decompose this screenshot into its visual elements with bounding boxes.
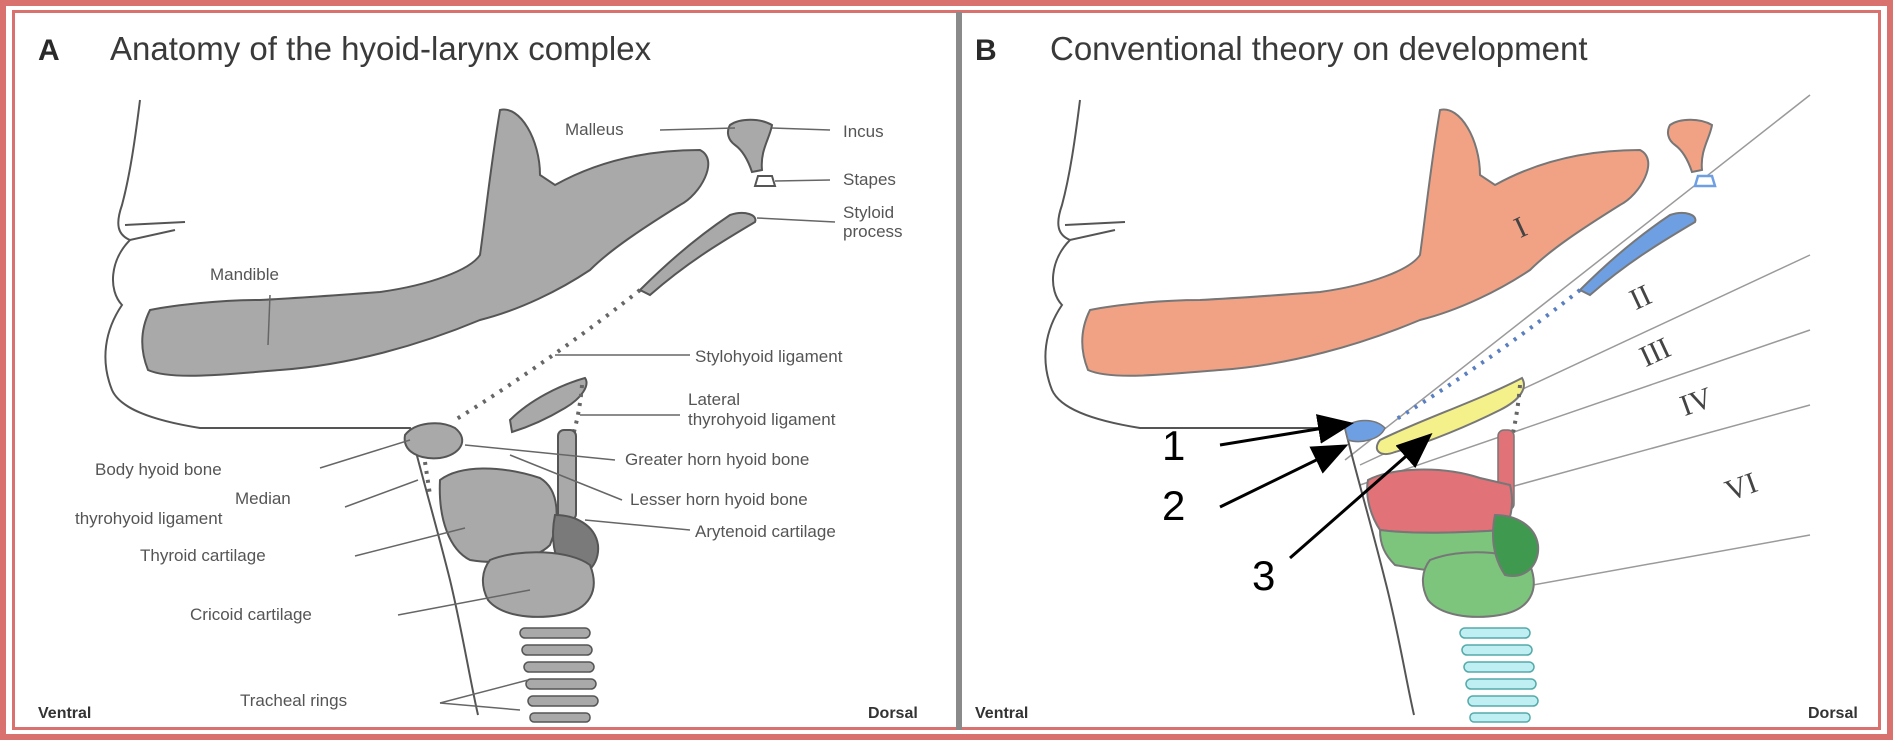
arch-II-lesser-horn [1345, 421, 1385, 442]
arch-label-VI: VI [1721, 466, 1762, 508]
stapes-shape [755, 176, 775, 186]
tracheal-ring [530, 713, 590, 722]
tracheal-ring [1460, 628, 1530, 638]
tracheal-ring [1466, 679, 1536, 689]
callout-number-1: 1 [1162, 422, 1185, 469]
label-median-1: Median [235, 489, 291, 508]
mandible-shape [142, 110, 708, 376]
label-ventral-b: Ventral [975, 705, 1028, 722]
label-thyroid: Thyroid cartilage [140, 546, 266, 565]
arch-label-III: III [1635, 331, 1676, 374]
tracheal-rings-b [1460, 628, 1538, 722]
arch-IV-thyroid [1367, 470, 1512, 533]
callout-number-3: 3 [1252, 552, 1275, 599]
profile-outline-b [1045, 100, 1414, 715]
tracheal-ring [520, 628, 590, 638]
label-cricoid: Cricoid cartilage [190, 605, 312, 624]
label-lateral-2: thyrohyoid ligament [688, 410, 836, 429]
tracheal-ring [1464, 662, 1534, 672]
tracheal-ring [524, 662, 594, 672]
arch-II-stapes [1695, 176, 1715, 186]
tracheal-ring [522, 645, 592, 655]
lip-line-a [125, 222, 185, 225]
arch-I-ossicles [1668, 120, 1712, 172]
tracheal-ring [1470, 713, 1530, 722]
label-stylohyoid: Stylohyoid ligament [695, 347, 843, 366]
label-ventral-a: Ventral [38, 705, 91, 722]
callout-number-2: 2 [1162, 482, 1185, 529]
label-arytenoid: Arytenoid cartilage [695, 522, 836, 541]
label-greater-horn: Greater horn hyoid bone [625, 450, 809, 469]
label-mandible: Mandible [210, 265, 279, 284]
label-malleus: Malleus [565, 120, 624, 139]
greater-horn-shape [510, 378, 586, 432]
label-tracheal: Tracheal rings [240, 691, 347, 710]
tracheal-ring [526, 679, 596, 689]
tracheal-rings-a [520, 628, 598, 722]
callout-arrow-2 [1220, 447, 1343, 507]
label-median-2: thyrohyoid ligament [75, 509, 223, 528]
label-lesser-horn: Lesser horn hyoid bone [630, 490, 808, 509]
panel-b-letter: B [975, 34, 997, 67]
panel-a-letter: A [38, 34, 60, 67]
panel-b-title: Conventional theory on development [1050, 30, 1588, 67]
panel-a: A Anatomy of the hyoid-larynx complex [38, 30, 918, 722]
label-lateral-1: Lateral [688, 390, 740, 409]
label-body-hyoid: Body hyoid bone [95, 460, 222, 479]
arch-VI-arytenoid [1493, 515, 1538, 576]
panel-a-title: Anatomy of the hyoid-larynx complex [110, 30, 652, 67]
label-styloid-2: process [843, 222, 903, 241]
lip-line-b [1065, 222, 1125, 225]
label-dorsal-b: Dorsal [1808, 705, 1858, 722]
styloid-process-shape [640, 213, 755, 295]
panel-b: B Conventional theory on development [975, 30, 1858, 722]
label-incus: Incus [843, 122, 884, 141]
hyoid-body-shape [405, 423, 463, 458]
label-dorsal-a: Dorsal [868, 705, 918, 722]
cricoid-cartilage-shape [483, 552, 594, 617]
arch-I-mandible [1082, 110, 1648, 376]
tracheal-ring [528, 696, 598, 706]
tracheal-ring [1462, 645, 1532, 655]
arch-label-IV: IV [1676, 381, 1717, 423]
label-styloid-1: Styloid [843, 203, 894, 222]
label-stapes: Stapes [843, 170, 896, 189]
panel-divider [956, 12, 962, 730]
thyroid-cartilage-shape [440, 468, 557, 561]
tracheal-ring [1468, 696, 1538, 706]
arch-label-II: II [1625, 278, 1657, 316]
